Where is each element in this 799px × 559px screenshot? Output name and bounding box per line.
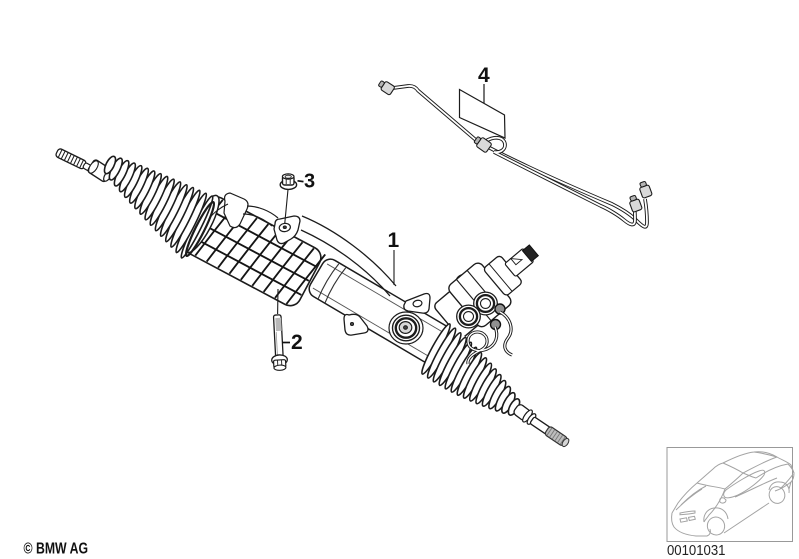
svg-text:2: 2 xyxy=(291,331,303,354)
svg-text:© BMW AG: © BMW AG xyxy=(24,541,89,558)
svg-text:1: 1 xyxy=(388,229,400,252)
svg-text:4: 4 xyxy=(478,64,490,87)
svg-text:00101031: 00101031 xyxy=(667,543,726,559)
svg-text:3: 3 xyxy=(304,171,315,193)
